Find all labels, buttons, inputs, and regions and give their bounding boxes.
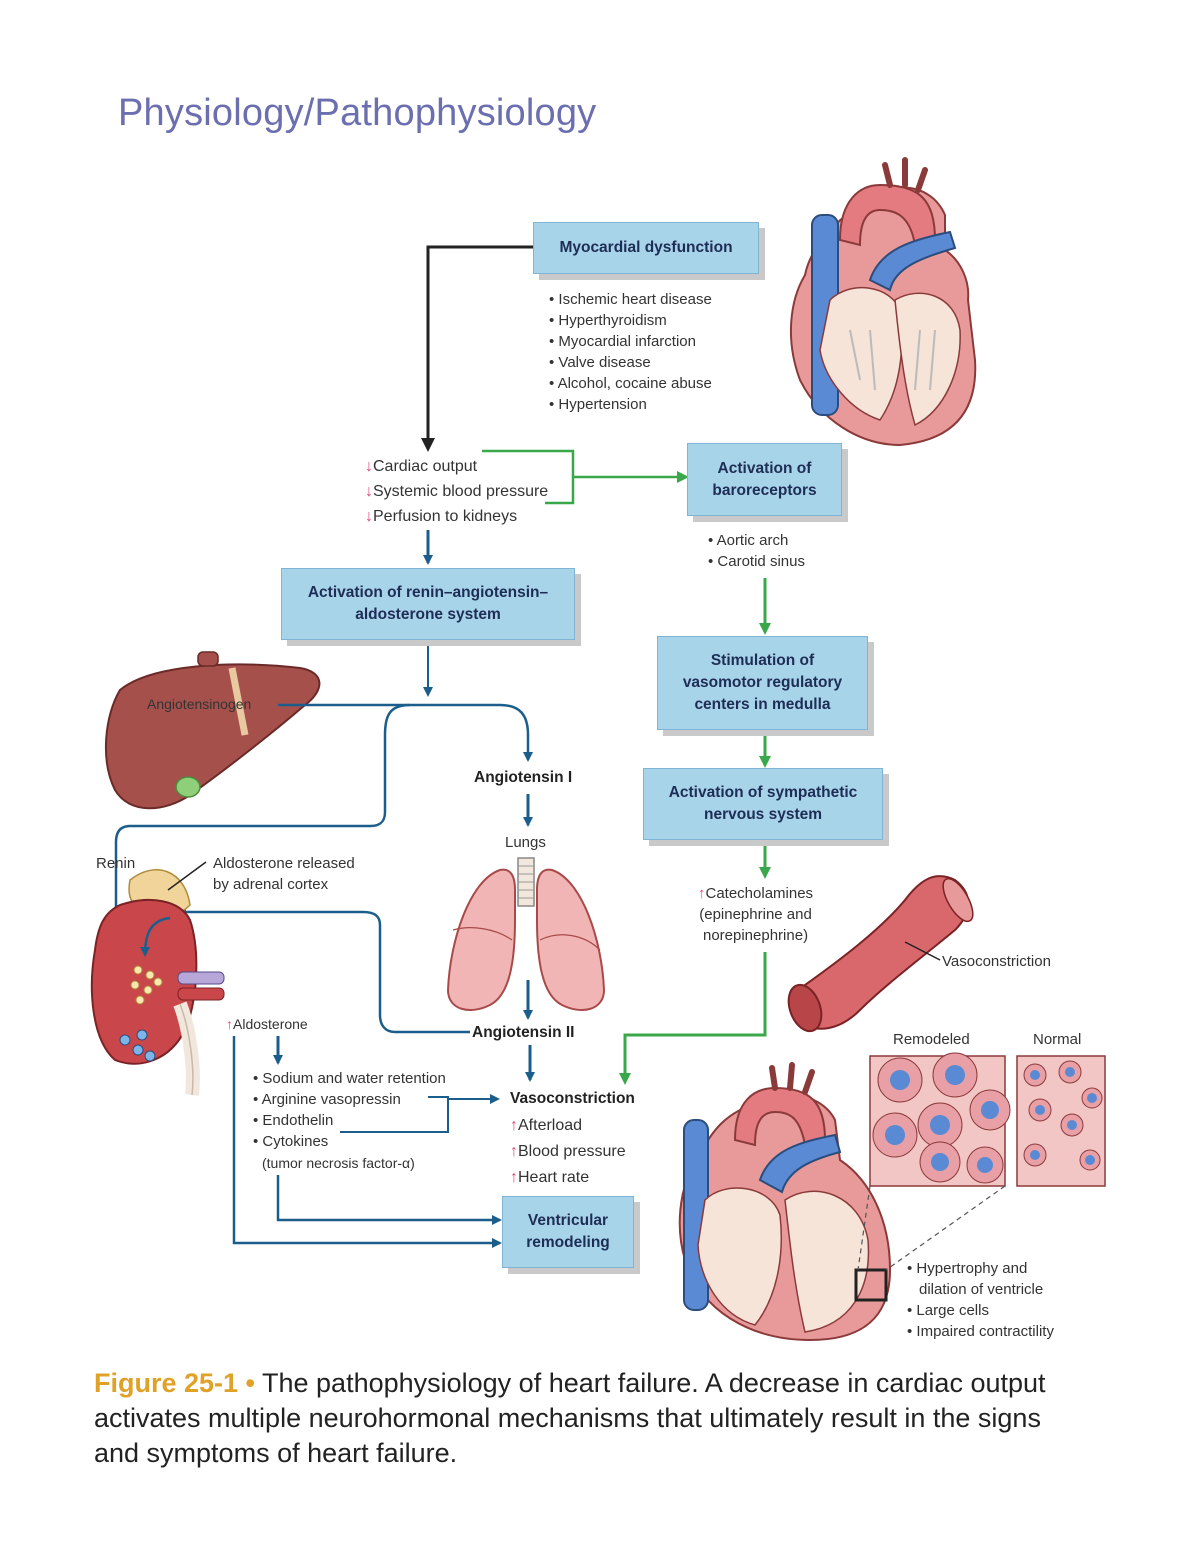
up-arrow-icon: ↑ [510, 1169, 518, 1186]
renin-path [114, 703, 411, 1040]
decrease-item: ↓Perfusion to kidneys [365, 508, 518, 525]
up-arrow-icon: ↑ [510, 1117, 518, 1134]
up-arrow-icon: ↑ [510, 1143, 518, 1160]
cause-item: Ischemic heart disease [549, 289, 712, 310]
aldosterone-effects-list: Sodium and water retention Arginine vaso… [253, 1068, 446, 1152]
label-renin: Renin [96, 855, 136, 872]
down-arrow-icon: ↓ [365, 458, 373, 475]
effect-item: Arginine vasopressin [253, 1089, 446, 1110]
change-item: • Large cells [907, 1302, 989, 1319]
baroreceptor-sites: Aortic arch Carotid sinus [708, 530, 805, 572]
figure-label: Figure 25-1 • [94, 1368, 255, 1398]
change-item: • Hypertrophy and [907, 1260, 1028, 1277]
label-vasoconstriction: Vasoconstriction [510, 1090, 635, 1107]
increase-item: ↑Heart rate [510, 1169, 590, 1186]
causes-list: Ischemic heart disease Hyperthyroidism M… [549, 289, 712, 415]
change-item: • Impaired contractility [907, 1323, 1054, 1340]
up-arrow-icon: ↑ [698, 885, 706, 902]
site-item: Aortic arch [708, 530, 805, 551]
label-angiotensin-ii: Angiotensin II [472, 1024, 575, 1041]
arrow-angiotensinogen-to-angiotensin-i [278, 703, 533, 762]
increase-item: ↑Afterload [510, 1117, 583, 1134]
effect-item: Endothelin [253, 1110, 446, 1131]
heart-illustration-bottom [678, 1062, 892, 1342]
decreases-list: ↓Cardiac output ↓Systemic blood pressure… [365, 454, 548, 529]
remodeled-tissue-inset [869, 1052, 1011, 1187]
cause-item: Alcohol, cocaine abuse [549, 373, 712, 394]
label-vessel-vasoconstriction: Vasoconstriction [942, 953, 1051, 970]
cause-item: Myocardial infarction [549, 331, 712, 352]
figure-caption-text: The pathophysiology of heart failure. A … [94, 1368, 1046, 1468]
cause-item: Valve disease [549, 352, 712, 373]
leader-aldosterone-released [167, 861, 207, 891]
arrow-cytokines-to-remodeling [276, 1175, 502, 1225]
box-myocardial-dysfunction: Myocardial dysfunction [533, 222, 759, 274]
leader-vasoconstriction [904, 941, 941, 961]
normal-tissue-inset [1016, 1055, 1106, 1187]
label-angiotensin-i: Angiotensin I [474, 769, 573, 786]
heart-illustration-top [790, 157, 977, 447]
arrow-myocardial-to-cardiac-output [421, 245, 533, 452]
figure-caption: Figure 25-1 • The pathophysiology of hea… [94, 1366, 1074, 1471]
arrow-aldosterone-to-remodeling [232, 1036, 502, 1248]
label-cytokines-note: (tumor necrosis factor-α) [262, 1155, 415, 1171]
cause-item: Hypertension [549, 394, 712, 415]
label-remodeled: Remodeled [893, 1031, 970, 1048]
label-normal: Normal [1033, 1031, 1082, 1048]
cause-item: Hyperthyroidism [549, 310, 712, 331]
box-raas: Activation of renin–angiotensin–aldoster… [281, 568, 575, 640]
label-aldosterone-released: Aldosterone released by adrenal cortex [213, 855, 355, 893]
decrease-item: ↓Cardiac output [365, 458, 478, 475]
label-angiotensinogen: Angiotensinogen [147, 696, 252, 712]
kidney-illustration [90, 869, 225, 1096]
change-item: dilation of ventricle [919, 1281, 1044, 1298]
arrow-catecholamines-to-vasoconstriction [619, 952, 767, 1085]
increase-item: ↑Blood pressure [510, 1143, 626, 1160]
ventricle-changes-list: • Hypertrophy and dilation of ventricle … [907, 1258, 1054, 1342]
label-catecholamines: ↑Catecholamines (epinephrine and norepin… [698, 885, 814, 944]
liver-illustration [105, 651, 321, 810]
effect-item: Cytokines [253, 1131, 446, 1152]
down-arrow-icon: ↓ [365, 483, 373, 500]
page-title: Physiology/Pathophysiology [118, 92, 597, 134]
increases-list: ↑Afterload ↑Blood pressure ↑Heart rate [510, 1113, 626, 1191]
box-myocardial-label: Myocardial dysfunction [559, 239, 733, 257]
arrow-angiotensin-ii-to-adrenal [176, 907, 470, 1034]
site-item: Carotid sinus [708, 551, 805, 572]
lungs-illustration [446, 857, 606, 1011]
inset-leader-2 [885, 1185, 1006, 1271]
decrease-item: ↓Systemic blood pressure [365, 483, 549, 500]
effect-item: Sodium and water retention [253, 1068, 445, 1089]
vessel-illustration [787, 875, 974, 1033]
down-arrow-icon: ↓ [365, 508, 373, 525]
label-aldosterone: ↑Aldosterone [226, 1016, 308, 1032]
up-arrow-icon: ↑ [226, 1016, 233, 1032]
label-lungs: Lungs [505, 834, 546, 851]
arrow-adrenal-internal [140, 916, 171, 957]
